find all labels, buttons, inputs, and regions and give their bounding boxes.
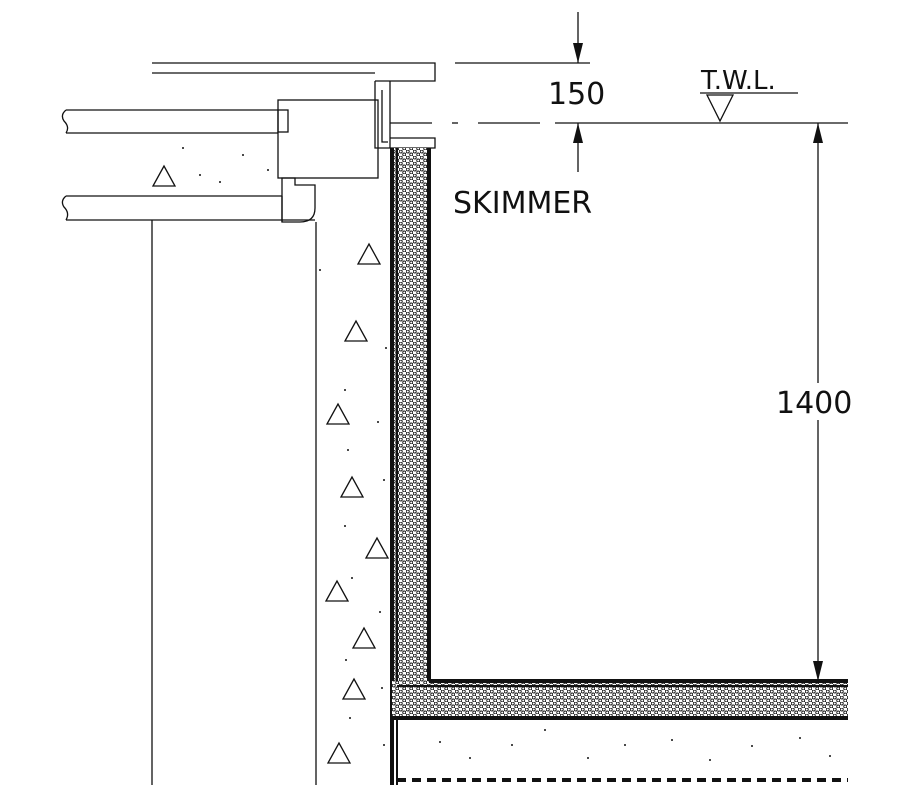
dimension-150: [455, 12, 590, 172]
pool-wall: [390, 148, 431, 785]
aggregate-symbols: [151, 147, 831, 764]
dimension-1400: [813, 123, 823, 681]
dimension-1400-label: 1400: [776, 386, 852, 421]
water-level-symbol: [700, 92, 798, 123]
water-level-label: T.W.L.: [700, 66, 776, 96]
backfill-lines: [151, 220, 317, 785]
deck-coping: [152, 62, 436, 82]
skimmer-body: [277, 81, 436, 179]
skimmer-label: SKIMMER: [453, 186, 592, 221]
pool-floor: [392, 679, 848, 785]
dimension-150-label: 150: [548, 77, 605, 112]
return-pipes: [61, 109, 316, 223]
